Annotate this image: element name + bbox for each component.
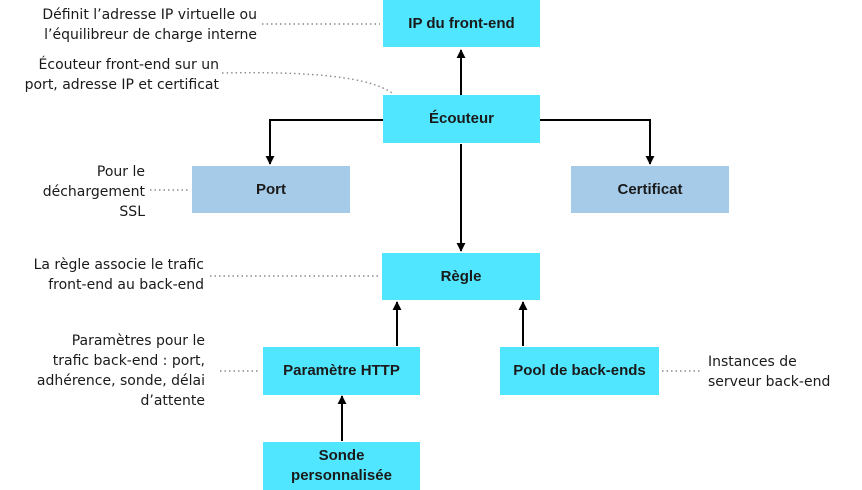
http-setting-label: Paramètre HTTP — [283, 362, 400, 379]
listener-label: Écouteur — [428, 110, 494, 127]
backend-pool-box: Pool de back-ends — [500, 347, 659, 395]
note-listener: Écouteur front-end sur un port, adresse … — [24, 57, 219, 93]
leader-listener — [221, 71, 393, 94]
rule-box: Règle — [382, 253, 540, 300]
note-port: Pour le déchargement SSL — [42, 164, 145, 220]
port-label: Port — [256, 180, 286, 198]
rule-label: Règle — [440, 267, 482, 285]
custom-probe-label-line-1: Sonde — [318, 447, 365, 464]
arrow-listener-to-certificate — [540, 119, 655, 165]
frontend-ip-label: IP du front-end — [408, 14, 515, 32]
note-rule: La règle associe le trafic front-end au … — [33, 257, 204, 293]
listener-box: Écouteur — [383, 95, 540, 143]
arrow-listener-to-port — [265, 119, 383, 165]
custom-probe-label-line-2: personnalisée — [291, 467, 392, 484]
certificate-label: Certificat — [617, 180, 683, 198]
note-backend-pool: Instances de serveur back-end — [708, 354, 831, 390]
note-frontend-ip: Définit l’adresse IP virtuelle ou l’équi… — [42, 7, 257, 43]
port-box: Port — [192, 166, 350, 213]
custom-probe-box: Sonde personnalisée — [263, 442, 420, 490]
frontend-ip-box: IP du front-end — [383, 0, 540, 47]
certificate-box: Certificat — [571, 166, 729, 213]
http-setting-box: Paramètre HTTP — [263, 347, 420, 395]
backend-pool-label: Pool de back-ends — [513, 362, 646, 379]
note-http-setting: Paramètres pour le trafic back-end : por… — [36, 333, 205, 409]
